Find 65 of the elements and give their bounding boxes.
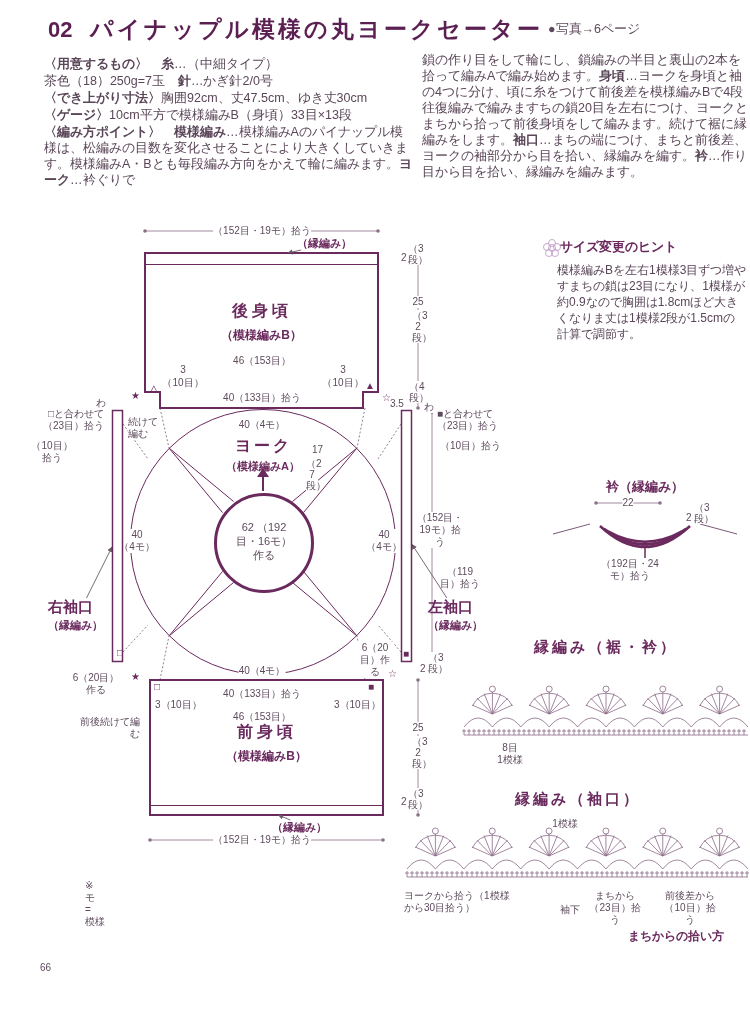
chart-heading: 縁編み（袖口） <box>514 790 641 809</box>
dimension-label: 25 <box>412 296 424 308</box>
dimension-label: （152目・19モ）拾う <box>213 834 311 846</box>
dimension-label: 2 <box>401 796 407 808</box>
edging-band <box>145 253 378 265</box>
gauge-text: 〈ゲージ〉10cm平方で模様編みB（身頃）33目×13段 <box>44 107 353 123</box>
symbol-mark: ■ <box>368 681 375 693</box>
finished-size-text: 〈でき上がり寸法〉胸囲92cm、丈47.5cm、ゆき丈30cm <box>44 90 369 106</box>
chart-heading: 縁編み（裾・衿） <box>534 638 678 657</box>
dimension-label: 8目 1模様 <box>497 742 523 766</box>
piece-name: 後身頃 <box>231 301 292 321</box>
piece-name: 右袖口 <box>48 598 93 617</box>
piece-name: ヨーク <box>234 436 292 456</box>
stitch-pattern-name: （模様編みA） <box>226 459 300 474</box>
callout-label: （縁編み） <box>428 618 483 633</box>
dimension-label: 40（133目）拾う <box>223 688 301 700</box>
dimension-label: 3.5 <box>390 398 404 410</box>
dimension-label: 22 <box>622 497 634 509</box>
dimension-label: 3 <box>340 364 346 376</box>
materials-text: 〈用意するもの〉 糸…（中細タイプ） <box>44 56 279 72</box>
stitch-pattern-name: （模様編みB） <box>226 748 307 765</box>
neckline-circle <box>214 493 314 593</box>
section-number: 02 <box>48 16 73 44</box>
piece-name: 前身頃 <box>236 722 297 742</box>
knitting-note: 続けて編む <box>128 416 160 440</box>
fold-note: わ <box>424 401 434 413</box>
title: パイナップル模様の丸ヨークセーター <box>90 15 543 44</box>
dimension-label: 25 <box>412 722 424 734</box>
symbol-mark: ★ <box>131 671 140 683</box>
materials-text: 茶色（18）250g=7玉 針…かぎ針2/0号 <box>44 73 274 89</box>
knitting-note: 前後続けて編む <box>78 716 140 740</box>
dimension-label: 40（133目）拾う <box>223 392 301 404</box>
dimension-label: 2 <box>420 663 426 675</box>
dimension-label: 3 <box>180 364 186 376</box>
dimension-label: 17 <box>312 444 324 456</box>
page-reference: ●写真→6ページ <box>548 22 640 37</box>
symbol-mark: ★ <box>131 390 140 402</box>
dimension-label: 袖下 <box>560 904 580 916</box>
dimension-label: （152目・19モ）拾う <box>213 225 311 237</box>
symbol-mark: ■ <box>403 648 410 660</box>
dimension-label: 2 <box>686 512 692 524</box>
hint-text: 模様編みBを左右1模様3目ずつ増やすまちの鎖は23目になり、1模様が約0.9なので胸囲は1.8cmほど大きくなりま丈は1模様2段が1.5cmの計算で調節す。 <box>557 262 747 342</box>
symbol-mark: ☆ <box>382 392 391 403</box>
callout-label: （縁編み） <box>297 236 352 251</box>
hint-heading: サイズ変更のヒント <box>560 241 677 253</box>
chart-heading: まちからの拾い方 <box>628 930 724 942</box>
edging-band <box>150 805 383 815</box>
dimension-label: 1模様 <box>552 818 578 830</box>
instructions-paragraph: 鎖の作り目をして輪にし、鎖編みの半目と裏山の2本を拾って編みAで編み始めます。身頃…ヨークを身頃と袖の4つに分け、頃に糸をつけて前後差を模様編みBで4段往復編みで編みますちの鎖20目を左右につけ、ヨークとまちから拾って前後身頃をして編みます。続けて裾に縁編みをします。袖口…まちの端につけ、まちと前後差、ヨークの袖部分から目を拾い、縁編みを編す。衿…作り目から目を拾い、縁編みを編みます。 <box>422 52 748 180</box>
dimension-label: 2 <box>401 252 407 264</box>
sleeve-cuff-strip <box>401 410 412 662</box>
abbreviation-note: ※ モ = 模様 <box>85 880 105 928</box>
symbol-mark: ▲ <box>365 380 375 392</box>
callout-label: （縁編み） <box>272 820 327 835</box>
chart-heading: 衿（縁編み） <box>606 478 684 496</box>
sleeve-cuff-strip <box>112 410 123 662</box>
dimension-label: 62 （192目・16モ）作る <box>234 520 294 562</box>
instructions-paragraph: 〈編み方ポイント〉 模様編み…模様編みAのパイナップル模様は、松編みの目数を変化させることにより大きくしていきます。模様編みA・Bとも毎段編み方向をかえて輪に編みます。ヨーク…衿ぐりで <box>44 124 412 188</box>
piece-name: 左袖口 <box>428 598 473 617</box>
stitch-pattern-name: （模様編みB） <box>221 327 302 344</box>
dimension-label: 40（4モ） <box>238 665 286 677</box>
callout-label: （縁編み） <box>48 618 103 633</box>
symbol-mark: □ <box>154 681 161 693</box>
page-number: 66 <box>40 962 52 974</box>
symbol-mark: ☆ <box>388 668 397 680</box>
